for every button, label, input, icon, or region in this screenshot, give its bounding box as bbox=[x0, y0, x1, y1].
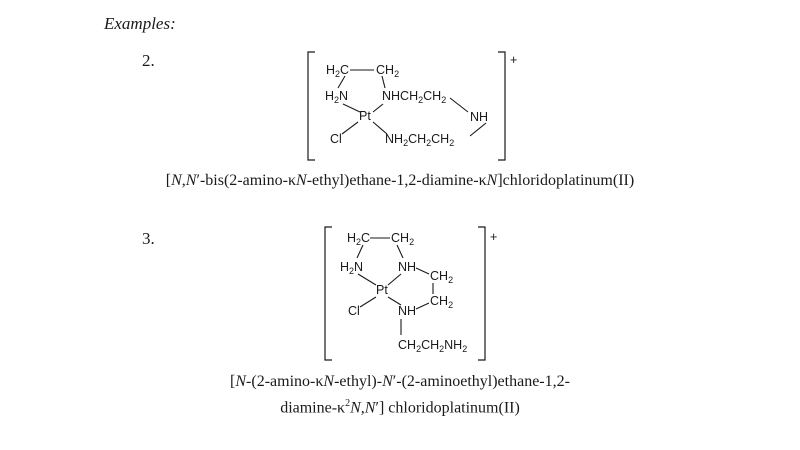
example-2-charge: + bbox=[510, 53, 517, 67]
example-2-nh-bottom: NH2CH2CH2 bbox=[385, 132, 454, 148]
example-3-charge: + bbox=[490, 230, 497, 244]
example-3-caption-line-1: [N-(2-amino-κN-ethyl)-N′-(2-aminoethyl)e… bbox=[230, 373, 570, 390]
example-2-nh-right: NH bbox=[470, 110, 488, 124]
example-3-caption-line-2: diamine-κ2N,N′] chloridoplatinum(II) bbox=[280, 398, 520, 417]
example-3-structure: + H2C CH2 H2N NH CH2 Pt CH2 Cl NH CH2CH2… bbox=[324, 226, 497, 361]
example-3-ch2-right: CH2 bbox=[391, 231, 414, 247]
example-3-ch2-left: H2C bbox=[347, 231, 370, 247]
example-3-nh-upper: NH bbox=[398, 260, 416, 274]
example-2-h2n: H2N bbox=[325, 89, 348, 105]
example-3-pt: Pt bbox=[376, 283, 388, 297]
example-3-ch2-a: CH2 bbox=[430, 269, 453, 285]
example-2-caption: [N,N′-bis(2-amino-κN-ethyl)ethane-1,2-di… bbox=[165, 172, 635, 189]
example-3-cl: Cl bbox=[348, 304, 360, 318]
example-3-number: 3. bbox=[142, 229, 155, 248]
example-2-number: 2. bbox=[142, 51, 155, 70]
examples-heading: Examples: bbox=[104, 14, 176, 33]
example-3-chain-bottom: CH2CH2NH2 bbox=[398, 338, 467, 354]
example-2-pt: Pt bbox=[359, 109, 371, 123]
example-2-nh-chain: NHCH2CH2 bbox=[382, 89, 446, 105]
example-3-nh-lower: NH bbox=[398, 304, 416, 318]
example-3-h2n: H2N bbox=[340, 260, 363, 276]
example-2-ch2-right: CH2 bbox=[376, 63, 399, 79]
example-2-ch2-left: H2C bbox=[326, 63, 349, 79]
example-2-cl: Cl bbox=[330, 132, 342, 146]
example-3-ch2-b: CH2 bbox=[430, 294, 453, 310]
example-3-caption: [N-(2-amino-κN-ethyl)-N′-(2-aminoethyl)e… bbox=[0, 371, 800, 419]
example-2-structure: + H2C CH2 H2N NHCH2CH2 Pt NH Cl NH2CH2CH… bbox=[307, 51, 517, 161]
